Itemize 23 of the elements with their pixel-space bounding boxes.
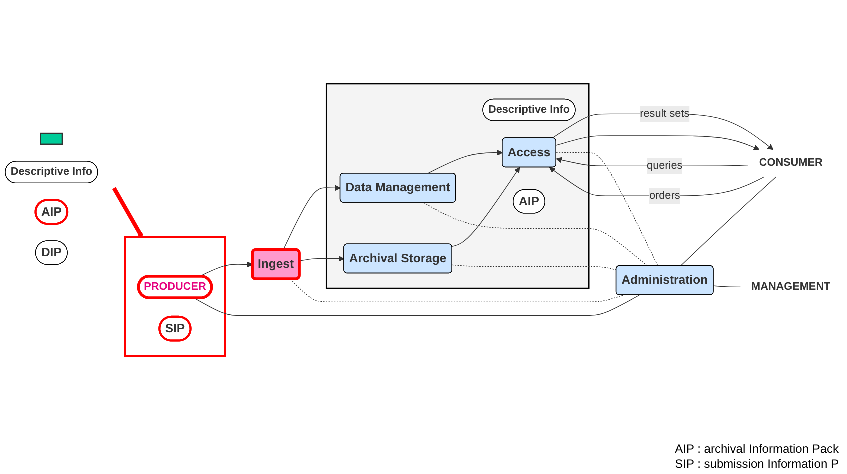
connector (680, 176, 777, 266)
edge-label: result sets (640, 108, 690, 120)
cluster (326, 83, 590, 290)
cluster (124, 236, 226, 358)
node-text: CONSUMER (759, 157, 823, 169)
arrow (299, 256, 345, 262)
legend-note: AIP : archival Information Pack (674, 442, 839, 457)
edge-label: queries (647, 160, 683, 172)
arrow (428, 150, 503, 174)
connector (556, 152, 658, 266)
node-text: MANAGEMENT (752, 281, 831, 293)
connector (452, 264, 617, 270)
connector (290, 279, 624, 302)
arrow (452, 167, 520, 248)
edge-label: orders (649, 190, 680, 202)
arrow (556, 136, 760, 151)
arrow (283, 185, 341, 250)
connector (194, 295, 640, 316)
node-box (40, 132, 64, 146)
legend-note: SIP : submission Information P (674, 457, 839, 472)
connector (713, 286, 741, 288)
arrow (112, 187, 144, 239)
connector (424, 202, 648, 266)
